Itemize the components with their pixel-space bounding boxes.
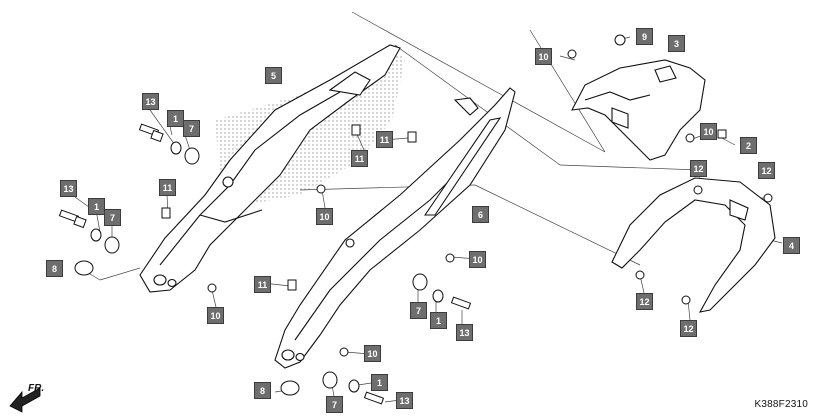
callout-5: 5: [265, 67, 282, 84]
callout-12: 12: [758, 162, 775, 179]
callout-12: 12: [690, 160, 707, 177]
seat-cowl: [571, 59, 706, 161]
rear-cowl: [611, 177, 776, 313]
callout-4: 4: [783, 237, 800, 254]
callout-10: 10: [364, 345, 381, 362]
callout-13: 13: [456, 324, 473, 341]
callout-1: 1: [371, 374, 388, 391]
callout-13: 13: [396, 392, 413, 409]
callout-6: 6: [472, 206, 489, 223]
callout-12: 12: [636, 293, 653, 310]
callout-10: 10: [316, 208, 333, 225]
callout-1: 1: [430, 312, 447, 329]
callout-7: 7: [326, 396, 343, 413]
callout-7: 7: [410, 302, 427, 319]
callout-10: 10: [535, 48, 552, 65]
front-arrow-icon: [9, 387, 41, 413]
left-side-cover: [139, 44, 401, 293]
callout-11: 11: [159, 179, 176, 196]
callout-11: 11: [376, 131, 393, 148]
callout-7: 7: [104, 209, 121, 226]
fasteners: [58, 34, 773, 405]
callout-11: 11: [351, 150, 368, 167]
callout-9: 9: [636, 28, 653, 45]
callout-1: 1: [167, 110, 184, 127]
callout-11: 11: [254, 276, 271, 293]
callout-10: 10: [700, 123, 717, 140]
front-direction-label: FR.: [28, 383, 45, 394]
callout-8: 8: [254, 382, 271, 399]
callout-10: 10: [207, 307, 224, 324]
callout-13: 13: [60, 180, 77, 197]
callout-13: 13: [142, 93, 159, 110]
callout-12: 12: [680, 320, 697, 337]
drawing-code: K388F2310: [754, 399, 808, 410]
callout-3: 3: [668, 35, 685, 52]
callout-10: 10: [469, 251, 486, 268]
right-side-cover: [274, 87, 516, 369]
callout-8: 8: [46, 260, 63, 277]
callout-2: 2: [740, 137, 757, 154]
callout-1: 1: [88, 198, 105, 215]
callout-7: 7: [183, 120, 200, 137]
